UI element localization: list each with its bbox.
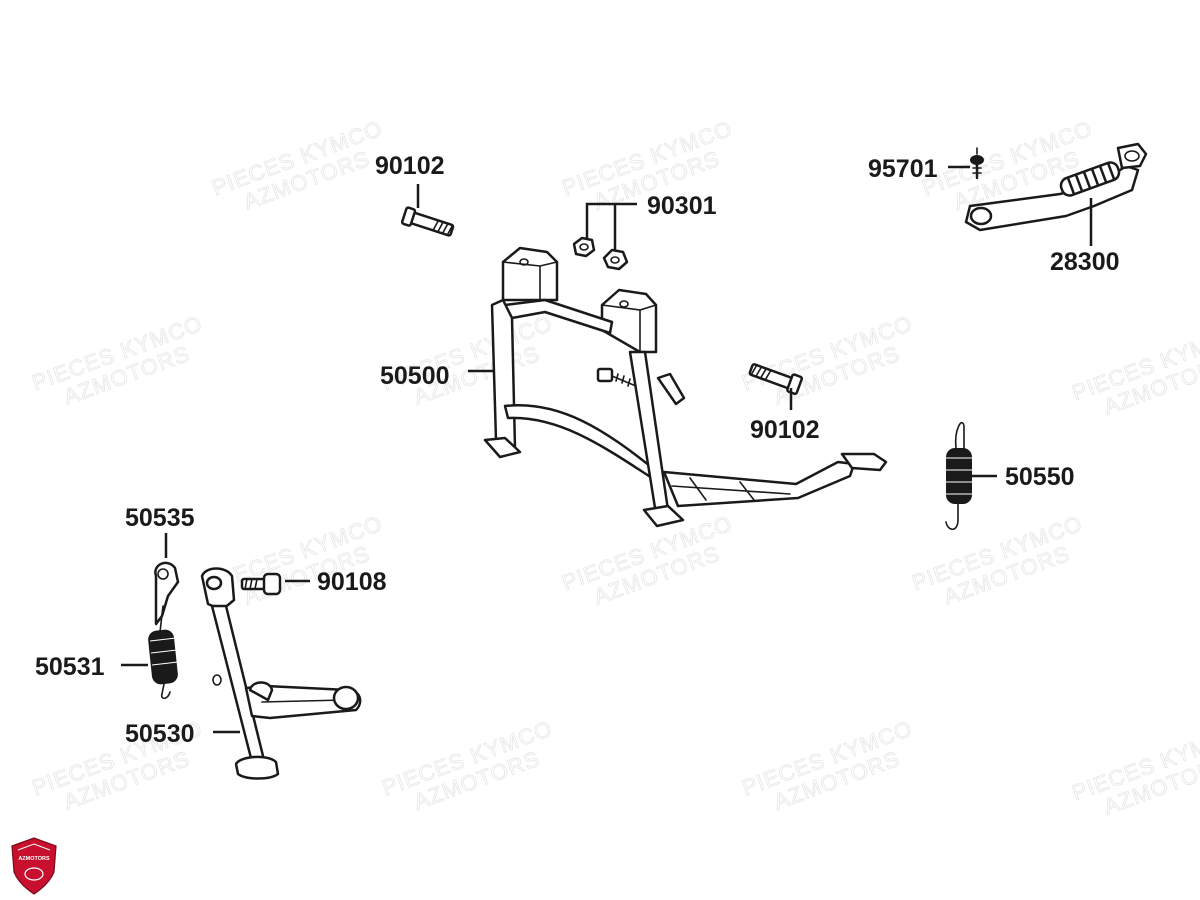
- watermark: PIECES KYMCO AZMOTORS: [208, 115, 386, 215]
- watermark: PIECES KYMCO AZMOTORS: [908, 510, 1086, 610]
- spring-50550[interactable]: [945, 421, 972, 531]
- label-90108: 90108: [317, 568, 387, 596]
- main-stand-50500[interactable]: [483, 246, 888, 528]
- label-50550: 50550: [1005, 463, 1075, 491]
- watermark: PIECES KYMCO AZMOTORS: [1068, 320, 1200, 420]
- label-50530: 50530: [125, 720, 195, 748]
- watermark: PIECES KYMCO AZMOTORS: [1068, 720, 1200, 820]
- watermark: PIECES KYMCO AZMOTORS: [558, 510, 736, 610]
- label-95701: 95701: [868, 155, 938, 183]
- label-90102-top: 90102: [375, 152, 445, 180]
- kick-lever-28300[interactable]: [964, 142, 1148, 232]
- logo-text: AZMOTORS: [18, 856, 50, 862]
- side-stand-50530[interactable]: [200, 567, 362, 780]
- label-90301: 90301: [647, 192, 717, 220]
- spring-50531[interactable]: [147, 605, 179, 700]
- label-28300: 28300: [1050, 248, 1120, 276]
- bolt-90102-mid[interactable]: [748, 360, 804, 396]
- leader-90301: [585, 202, 637, 238]
- bolt-90102-top[interactable]: [400, 206, 455, 239]
- watermark: PIECES KYMCO AZMOTORS: [378, 715, 556, 815]
- label-50531: 50531: [35, 653, 105, 681]
- nuts-90301[interactable]: [572, 236, 629, 271]
- plate-50535[interactable]: [154, 561, 180, 626]
- screw-95701[interactable]: [970, 147, 984, 180]
- watermark: PIECES KYMCO AZMOTORS: [28, 310, 206, 410]
- watermark: PIECES KYMCO AZMOTORS: [738, 715, 916, 815]
- label-50500: 50500: [380, 362, 450, 390]
- bolt-90108[interactable]: [240, 572, 282, 596]
- label-50535: 50535: [125, 504, 195, 532]
- watermark: PIECES KYMCO AZMOTORS: [208, 510, 386, 610]
- azmotors-logo: AZMOTORS: [11, 837, 57, 895]
- label-90102-mid: 90102: [750, 416, 820, 444]
- watermark: PIECES KYMCO AZMOTORS: [738, 310, 916, 410]
